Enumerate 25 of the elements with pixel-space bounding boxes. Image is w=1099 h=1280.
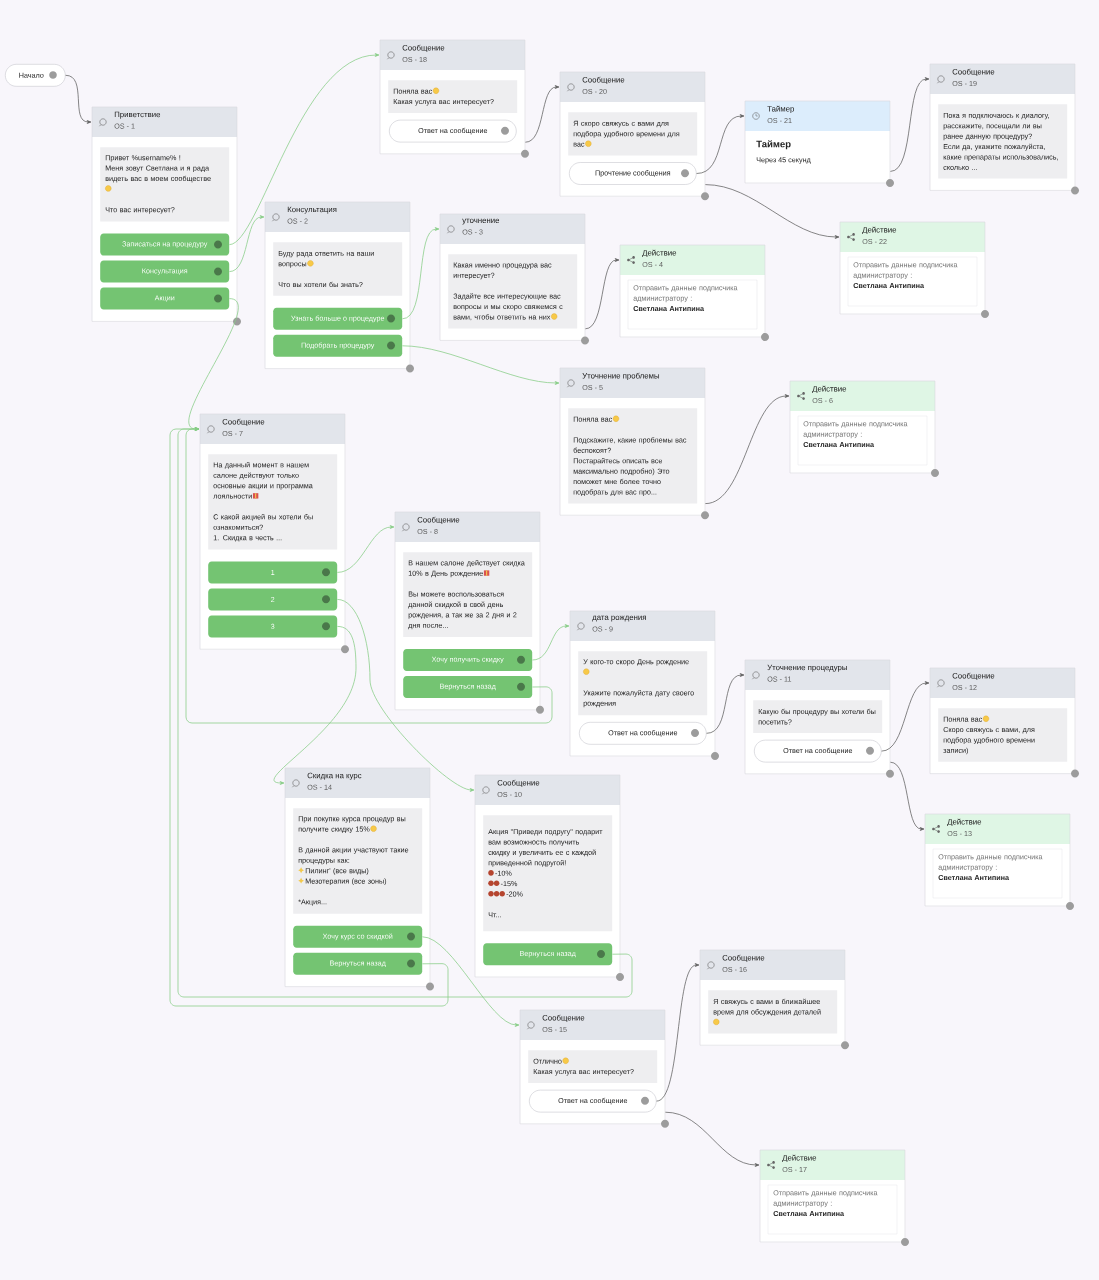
arrow xyxy=(705,184,840,239)
arrow xyxy=(229,53,380,245)
arrow xyxy=(177,427,633,998)
arrow xyxy=(706,673,745,734)
arrow xyxy=(273,626,357,785)
arrow xyxy=(422,936,520,1027)
arrow xyxy=(188,298,239,431)
arrow xyxy=(185,427,553,724)
arrow xyxy=(656,963,700,1102)
arrow xyxy=(525,85,560,143)
arrow xyxy=(337,525,395,573)
arrow xyxy=(696,114,745,174)
arrow xyxy=(585,258,620,330)
arrow xyxy=(890,761,925,831)
arrow xyxy=(665,1111,760,1167)
arrow xyxy=(65,74,92,124)
arrow xyxy=(705,394,790,504)
arrow xyxy=(169,427,449,1007)
arrow xyxy=(532,624,570,661)
arrow xyxy=(402,345,560,385)
arrow xyxy=(890,77,930,172)
arrow xyxy=(881,681,930,752)
arrow xyxy=(402,227,440,320)
arrow xyxy=(229,215,265,272)
arrow xyxy=(337,599,475,792)
